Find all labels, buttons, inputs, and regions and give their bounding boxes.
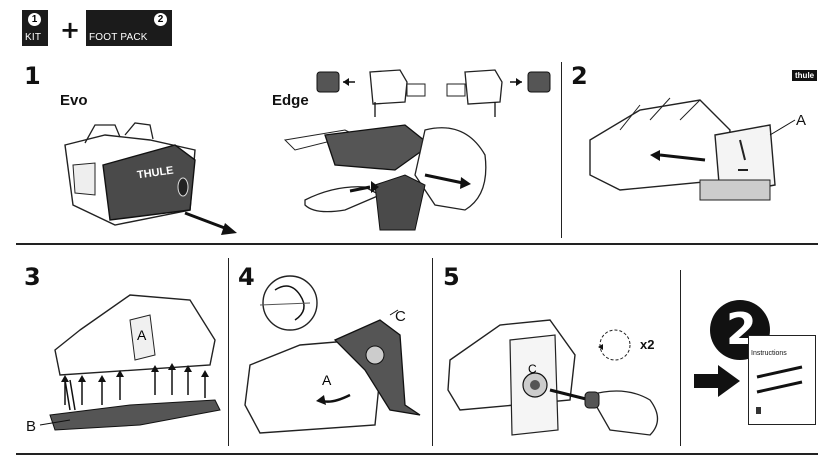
step-5-illustration: C xyxy=(447,319,659,436)
step-4-illustration: A xyxy=(244,275,421,434)
foot-pack-box: 2 FOOT PACK xyxy=(86,10,172,46)
instructions-bars-icon xyxy=(756,365,803,414)
plus-sign: + xyxy=(60,16,81,44)
divider-bottom xyxy=(16,453,818,455)
edge-parts-diagram xyxy=(316,69,551,117)
step-5-number: 5 xyxy=(443,263,460,291)
multiplier-text: x2 xyxy=(640,337,655,352)
callout-b: B xyxy=(26,418,37,435)
step-3-illustration: A xyxy=(39,294,221,431)
kit-box: 1 KIT xyxy=(22,10,48,46)
divider-step4 xyxy=(228,258,229,446)
evo-foot-illustration xyxy=(64,122,237,235)
step-2-number: 2 xyxy=(571,62,588,90)
step-5-part-letter: C xyxy=(528,362,537,376)
kit-badge: 1 xyxy=(28,13,41,26)
label-edge: Edge xyxy=(272,92,309,109)
step-2-illustration xyxy=(589,97,796,201)
instructions-label: Instructions xyxy=(751,350,787,357)
step-3-number: 3 xyxy=(24,263,41,291)
edge-hand-illustration xyxy=(283,124,487,231)
thule-logo-step2: thule xyxy=(792,70,818,81)
kit-label: KIT xyxy=(25,32,42,43)
label-evo: Evo xyxy=(60,92,88,109)
foot-pack-label: FOOT PACK xyxy=(89,32,148,43)
divider-next xyxy=(680,270,681,446)
next-arrow-icon xyxy=(694,365,740,397)
callout-a: A xyxy=(796,112,807,129)
step-4-part-letter: A xyxy=(322,372,332,388)
divider-step2 xyxy=(561,62,562,238)
divider-top xyxy=(16,243,818,245)
step-3-part-letter: A xyxy=(137,327,147,343)
divider-step5 xyxy=(432,258,433,446)
foot-pack-badge: 2 xyxy=(154,13,167,26)
step-4-number: 4 xyxy=(238,263,255,291)
callout-c: C xyxy=(395,308,406,325)
step-1-number: 1 xyxy=(24,62,41,90)
